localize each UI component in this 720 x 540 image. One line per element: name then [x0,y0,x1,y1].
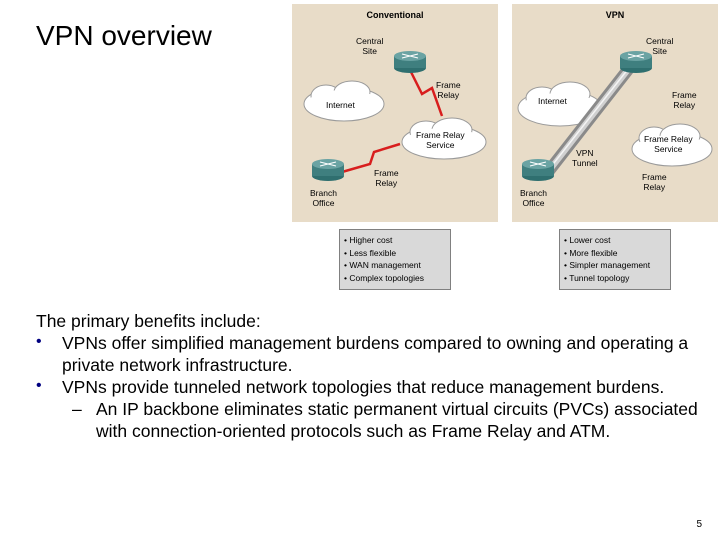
internet-label: Internet [538,96,567,106]
router-icon [394,51,426,73]
lightning-bolt-icon [408,69,444,117]
frame-relay-label: Frame Relay [436,80,461,100]
bullet-text: VPNs provide tunneled network topologies… [62,377,665,397]
branch-office-label: Branch Office [310,188,337,208]
conventional-title: Conventional [366,10,424,20]
conventional-traits-box: Higher cost Less flexible WAN management… [339,229,451,290]
vpn-drawing [517,51,713,181]
trait-item: Complex topologies [344,272,446,285]
frame-relay-label: Frame Relay [374,168,399,188]
sub-bullet-item: – An IP backbone eliminates static perma… [36,398,706,442]
trait-item: More flexible [564,247,666,260]
cloud-icon [303,80,385,122]
trait-item: Simpler management [564,259,666,272]
lightning-bolt-icon [341,142,401,174]
bullet-item: • VPNs provide tunneled network topologi… [36,376,706,398]
trait-item: Tunnel topology [564,272,666,285]
trait-item: Higher cost [344,234,446,247]
tunnel-tube-icon [542,56,640,178]
trait-item: Less flexible [344,247,446,260]
dash-icon: – [72,399,82,419]
internet-label: Internet [326,100,355,110]
central-site-label: Central Site [356,36,384,56]
router-icon [522,159,554,181]
branch-office-label: Branch Office [520,188,547,208]
frame-relay-label: Frame Relay [672,90,697,110]
vpn-tunnel-label: VPN Tunnel [572,148,598,168]
frame-relay-label: Frame Relay [642,172,667,192]
intro-text: The primary benefits include: [36,311,261,331]
router-icon [312,159,344,181]
trait-item: Lower cost [564,234,666,247]
cloud-icon [517,81,603,127]
vpn-title: VPN [605,10,625,20]
conventional-diagram: Conventional [292,4,498,222]
cloud-icon [631,123,713,167]
sub-bullet-text: An IP backbone eliminates static permane… [96,399,698,441]
slide-title: VPN overview [36,20,212,51]
frame-relay-service-label: Frame Relay Service [644,134,693,154]
trait-item: WAN management [344,259,446,272]
frame-relay-service-label: Frame Relay Service [416,130,465,150]
bullet-dot-icon: • [36,333,42,350]
vpn-traits-box: Lower cost More flexible Simpler managem… [559,229,671,290]
bullet-item: • VPNs offer simplified management burde… [36,332,706,376]
cloud-icon [401,117,487,160]
router-icon [620,51,652,73]
bullet-text: VPNs offer simplified management burdens… [62,333,689,375]
central-site-label: Central Site [646,36,674,56]
page-number: 5 [696,519,702,530]
vpn-diagram: VPN [512,4,718,222]
conventional-drawing [303,51,487,181]
bullet-dot-icon: • [36,377,42,394]
slide-body: The primary benefits include: • VPNs off… [36,310,706,442]
